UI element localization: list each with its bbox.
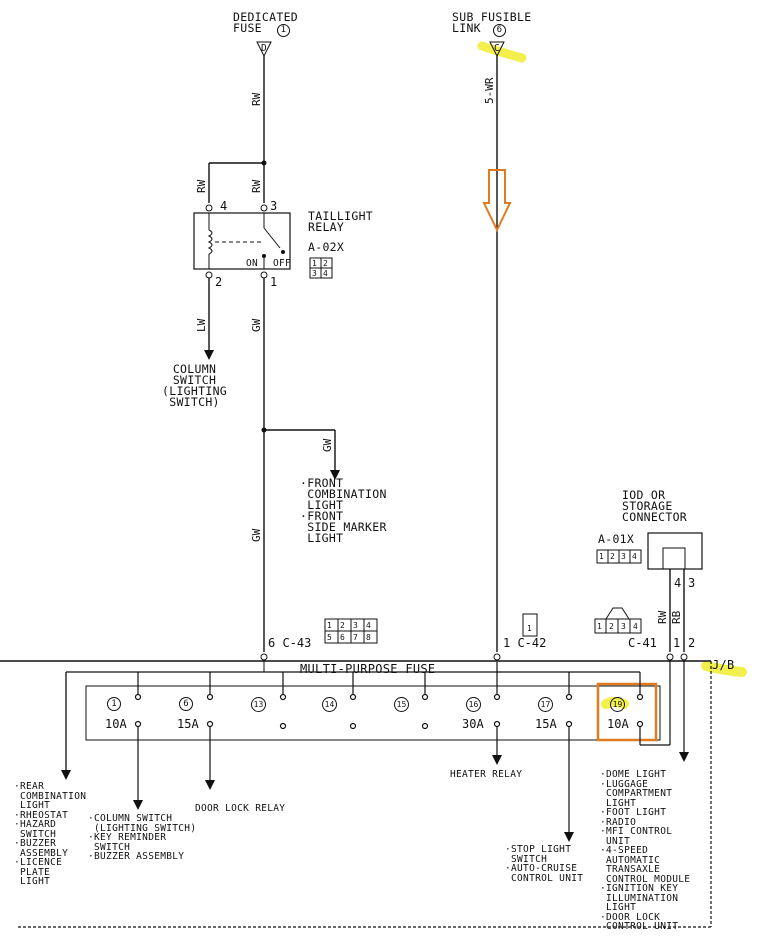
relay-conn-pin-2: 2 [323,259,329,268]
c43-pin-6: 6 [340,633,346,642]
iod-connector-box [647,532,703,570]
highlight-sub-fusible [477,41,527,63]
dedicated-fuse-label: DEDICATED FUSE [233,10,299,35]
iod-storage-label: IOD OR STORAGE CONNECTOR [622,488,688,524]
fuse-19-number: 19 [610,697,625,712]
iod-pin-4: 4 [674,576,682,590]
multi-purpose-fuse-title: MULTI-PURPOSE FUSE [300,662,436,676]
relay-switch-icon [263,227,281,249]
fuse-6-rating: 15A [177,717,199,731]
terminal-d-icon [256,41,272,58]
c41-conn-pin-1: 1 [597,622,603,631]
a01x-pin-2: 2 [610,552,616,561]
relay-on-label: ON [246,258,259,269]
c42-connector-icon [522,613,538,637]
a01x-pin-3: 3 [621,552,627,561]
door-lock-relay-label: DOOR LOCK RELAY [195,803,286,814]
relay-coil-icon [207,229,213,255]
fuse-16-rating: 30A [462,717,484,731]
fuse-6-number: 6 [179,697,193,711]
column-switch-label: COLUMN SWITCH (LIGHTING SWITCH) [162,362,228,409]
jb-label: J/B [712,658,735,672]
c43-pin-1: 1 [327,621,333,630]
fuse-13-number: 13 [251,697,266,712]
fuse-1-rating: 10A [105,717,127,731]
iod-pin-3: 3 [688,576,696,590]
c43-pin-5: 5 [327,633,333,642]
sub-fusible-link-label: SUB FUSIBLE LINK [452,10,532,35]
c41-conn-pin-4: 4 [633,622,639,631]
c43-pin-8: 8 [366,633,372,642]
fuse-1-number: 1 [107,697,121,711]
c41-conn-pin-3: 3 [621,622,627,631]
c43-label: 6 C-43 [268,636,312,650]
fuse-17-number: 17 [538,697,553,712]
c43-pin-2: 2 [340,621,346,630]
relay-conn-pin-4: 4 [323,269,329,278]
wire-5wr: 5-WR [483,77,496,105]
fuse-17-rating: 15A [535,717,557,731]
a01x-pin-1: 1 [599,552,605,561]
c42-label: 1 C-42 [503,636,547,650]
fuse-19-highlight-box [596,682,658,742]
wire-gw-main: GW [250,528,263,542]
taillight-relay-title: TAILLIGHT RELAY [308,209,374,234]
dedicated-fuse-number: 1 [277,24,290,37]
c41-conn-pin-2: 2 [609,622,615,631]
column-switch-output-label: ·COLUMN SWITCH (LIGHTING SWITCH) ·KEY RE… [88,813,197,862]
wire-lw: LW [195,318,208,332]
rear-combination-label: ·REAR COMBINATION LIGHT ·RHEOSTAT ·HAZAR… [14,781,87,887]
wire-gw-relay: GW [250,318,263,332]
fuse-14-number: 14 [322,697,337,712]
relay-pin-2: 2 [215,275,223,289]
highlight-jb [701,661,747,677]
arrow-front-combination-icon [330,470,340,480]
relay-pin-4: 4 [220,199,228,213]
fuse-19-rating: 10A [607,717,629,731]
front-combination-label: ·FRONT COMBINATION LIGHT ·FRONT SIDE MAR… [300,476,387,545]
arrow-column-switch-icon [204,350,214,360]
c41-pin-2: 2 [688,636,696,650]
dome-light-label: ·DOME LIGHT ·LUGGAGE COMPARTMENT LIGHT ·… [600,769,691,932]
c43-pin-3: 3 [353,621,359,630]
taillight-relay-box [193,212,291,270]
wire-rw-iod: RW [656,610,669,624]
fuse-block-inner [85,685,661,741]
relay-pin-1: 1 [270,275,278,289]
c41-pin-1: 1 [673,636,681,650]
wire-rb-iod: RB [670,610,683,624]
relay-conn-pin-1: 1 [312,259,318,268]
taillight-relay-code: A-02X [308,240,345,254]
fuse-15-number: 15 [394,697,409,712]
a01x-code: A-01X [598,532,635,546]
c42-pin: 1 [527,624,533,633]
a01x-pin-4: 4 [632,552,638,561]
wire-rw-left: RW [195,179,208,193]
c43-pin-7: 7 [353,633,359,642]
relay-conn-pin-3: 3 [312,269,318,278]
fuse-16-number: 16 [466,697,481,712]
orange-arrow-icon [482,169,512,233]
wire-rw-mid: RW [250,179,263,193]
sub-fusible-link-number: 6 [493,24,506,37]
relay-pin-3: 3 [270,199,278,213]
wire-gw-branch: GW [321,438,334,452]
terminal-d-label: D [261,43,268,54]
stop-light-label: ·STOP LIGHT SWITCH ·AUTO-CRUISE CONTROL … [505,844,584,884]
wire-rw-top: RW [250,92,263,106]
relay-off-label: OFF [273,258,292,269]
terminal-c-label: C [494,43,501,54]
c41-label: C-41 [628,636,657,650]
terminal-c-icon [489,41,505,58]
heater-relay-label: HEATER RELAY [450,769,523,780]
c43-pin-4: 4 [366,621,372,630]
